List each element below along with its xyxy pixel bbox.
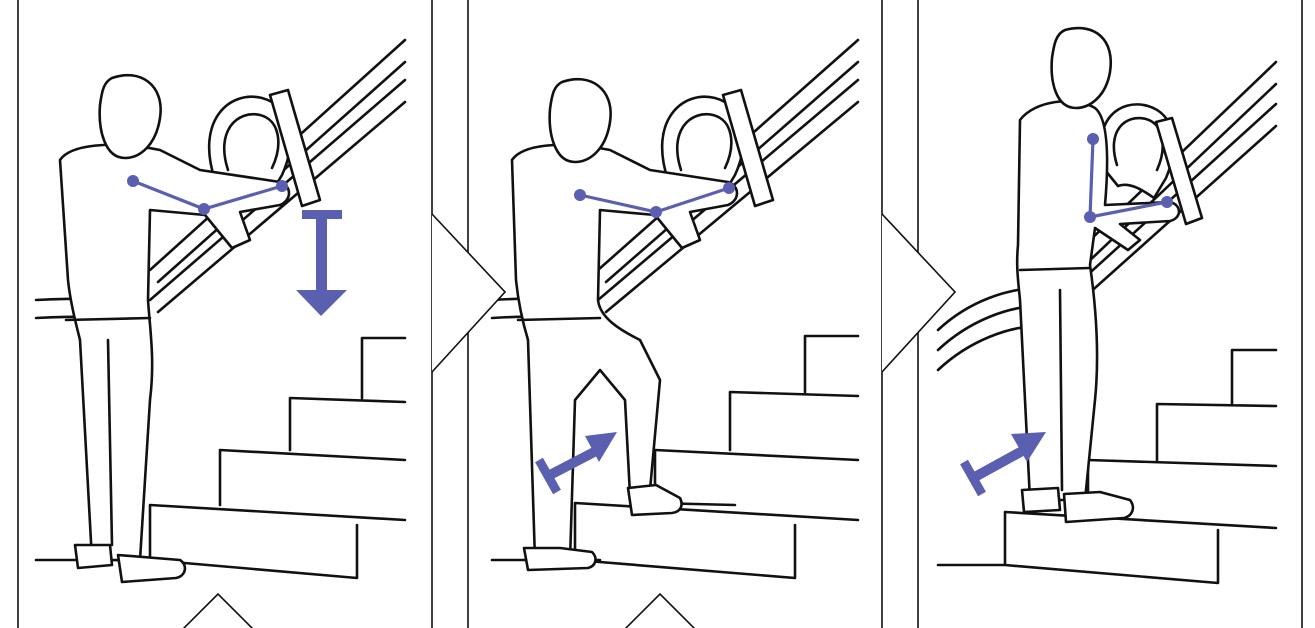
panel-3-frame bbox=[918, 0, 1302, 628]
panel-1 bbox=[18, 0, 432, 628]
panel-2 bbox=[468, 0, 882, 628]
panel-3 bbox=[918, 0, 1302, 628]
